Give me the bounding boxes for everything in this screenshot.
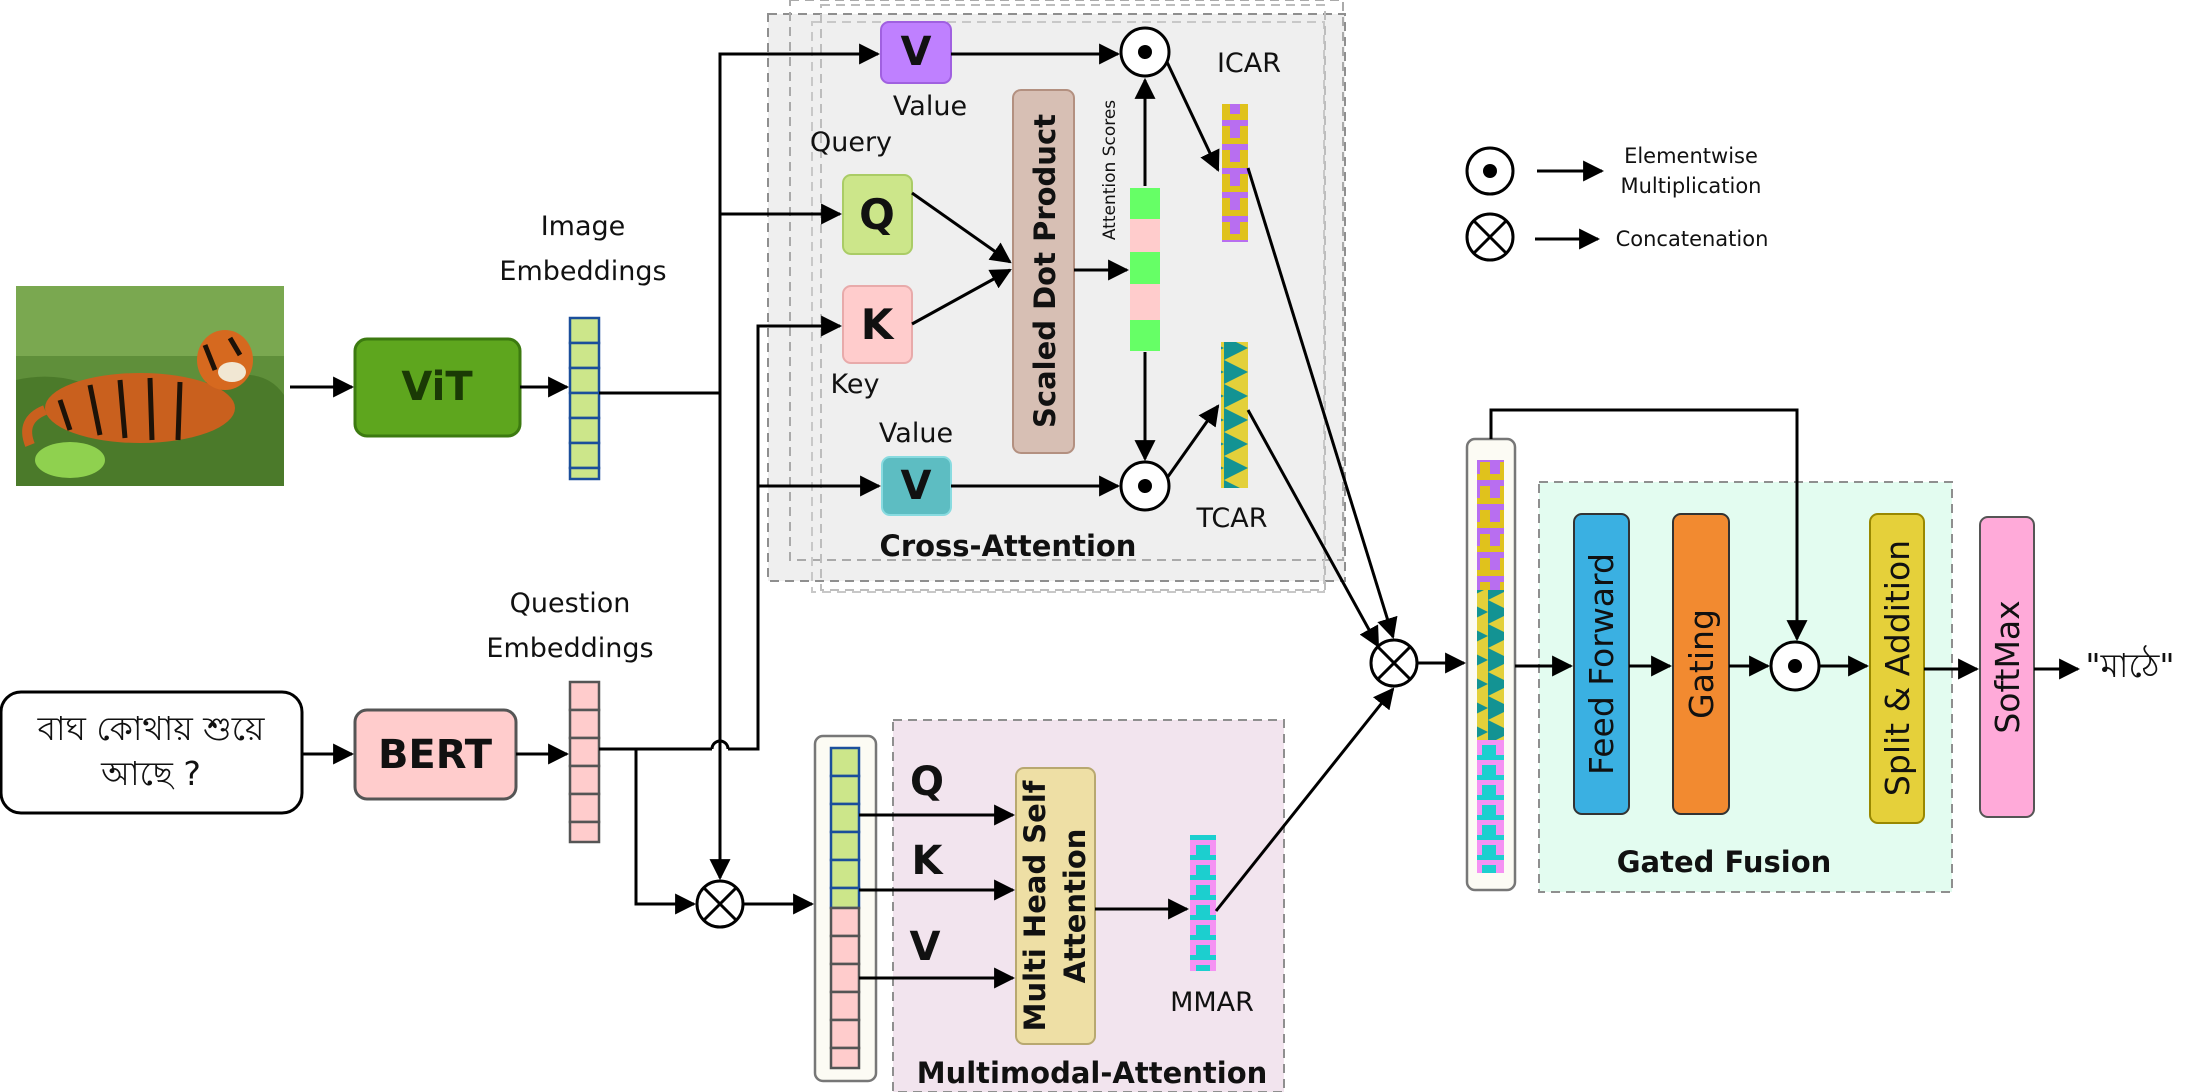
q-label: Q xyxy=(859,190,895,239)
mmar-vector xyxy=(1190,835,1216,971)
attention-scores-vector xyxy=(1130,188,1160,351)
answer-text: "মাঠে" xyxy=(2085,645,2174,685)
scaled-dot-product-block: Scaled Dot Product xyxy=(1012,89,1075,454)
mm-k-label: K xyxy=(912,838,945,884)
legend-concat-label: Concatenation xyxy=(1616,227,1769,251)
concat-main-icon xyxy=(1369,638,1419,688)
legend: Elementwise Multiplication Concatenation xyxy=(1465,144,1769,262)
elementwise-fusion-icon xyxy=(1769,640,1821,692)
multimodal-attention-title: Multimodal-Attention xyxy=(917,1056,1268,1090)
question-text-line1: বাঘ কোথায় শুয়ে xyxy=(37,709,265,748)
attention-scores-label: Attention Scores xyxy=(1100,100,1120,240)
connectors xyxy=(290,43,2081,989)
mm-q-label: Q xyxy=(910,759,944,805)
mhsa-label-1: Multi Head Self xyxy=(1018,780,1052,1031)
question-embedding-vector xyxy=(568,680,601,844)
cross-attention-stack-2 xyxy=(789,0,1344,561)
legend-concat-icon xyxy=(1465,212,1515,262)
cross-attention-stack-3 xyxy=(811,21,1325,593)
v-top-label: V xyxy=(901,29,932,75)
gating-label: Gating xyxy=(1682,609,1721,719)
softmax-block: SoftMax xyxy=(1979,516,2035,818)
icar-label: ICAR xyxy=(1217,48,1281,79)
value-bottom-label: Value xyxy=(879,418,953,449)
gating-block: Gating xyxy=(1672,513,1730,815)
k-block: K xyxy=(842,285,913,364)
split-addition-label: Split & Addition xyxy=(1878,540,1917,796)
mm-v-label: V xyxy=(910,924,941,970)
question-embeddings-label-2: Embeddings xyxy=(486,633,653,664)
legend-elementwise-icon xyxy=(1465,146,1515,196)
v-bottom-label: V xyxy=(901,463,932,509)
split-addition-block: Split & Addition xyxy=(1869,513,1925,824)
question-text-line2: আছে ? xyxy=(100,754,201,793)
v-bottom-block: V xyxy=(881,456,952,516)
image-embedding-vector xyxy=(568,316,601,481)
v-top-block: V xyxy=(880,21,952,84)
question-box: বাঘ কোথায় শুয়ে আছে ? xyxy=(0,690,304,815)
value-top-label: Value xyxy=(893,91,967,122)
elementwise-bottom-icon xyxy=(1119,460,1171,512)
scaled-dot-product-label: Scaled Dot Product xyxy=(1028,114,1062,428)
query-label: Query xyxy=(810,127,892,158)
fused-vector xyxy=(1465,437,1517,892)
bert-encoder: BERT xyxy=(353,708,518,801)
concat-left-icon xyxy=(695,879,745,929)
cross-attention-stack-4 xyxy=(820,4,1326,591)
mmar-label: MMAR xyxy=(1170,987,1254,1018)
cross-attention-title: Cross-Attention xyxy=(880,529,1137,563)
bert-label: BERT xyxy=(378,732,493,778)
image-embeddings-label-1: Image xyxy=(541,211,626,242)
vit-encoder: ViT xyxy=(353,337,522,438)
question-embeddings-label-1: Question xyxy=(510,588,631,619)
feed-forward-label: Feed Forward xyxy=(1582,553,1621,775)
mhsa-label-2: Attention xyxy=(1058,829,1092,984)
softmax-label: SoftMax xyxy=(1988,600,2027,733)
tcar-vector xyxy=(1221,342,1248,488)
icar-vector xyxy=(1222,104,1248,242)
k-label: K xyxy=(861,300,895,349)
vit-label: ViT xyxy=(401,364,473,410)
legend-elementwise-label-2: Multiplication xyxy=(1621,174,1762,198)
elementwise-top-icon xyxy=(1119,26,1171,78)
tiger-image xyxy=(16,286,284,486)
key-label: Key xyxy=(831,369,880,400)
q-block: Q xyxy=(842,174,913,255)
gated-fusion-title: Gated Fusion xyxy=(1617,845,1832,879)
tcar-label: TCAR xyxy=(1196,503,1268,534)
legend-elementwise-label-1: Elementwise xyxy=(1624,144,1758,168)
multi-head-self-attention-block: Multi Head Self Attention xyxy=(1015,767,1096,1045)
image-embeddings-label-2: Embeddings xyxy=(499,256,666,287)
concat-embedding-vector xyxy=(813,734,878,1083)
feed-forward-block: Feed Forward xyxy=(1573,513,1630,815)
